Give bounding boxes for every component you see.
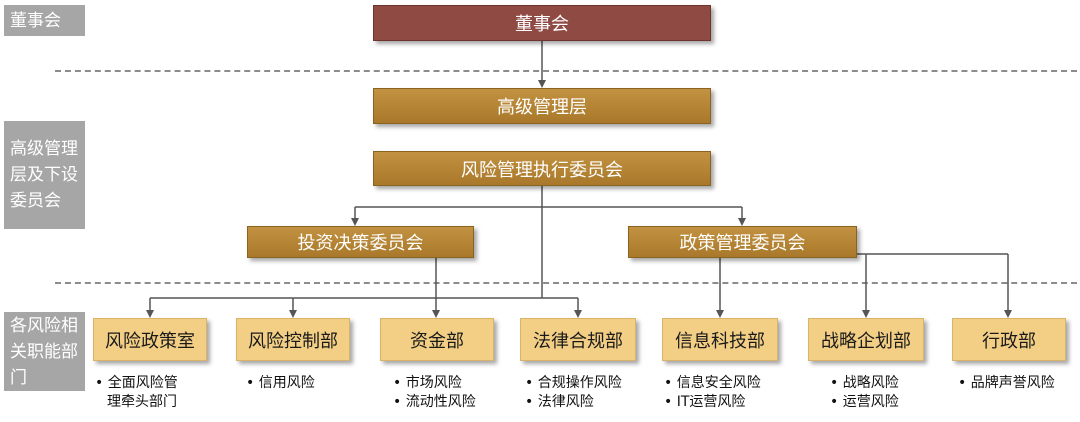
desc-item: 流动性风险 [393, 393, 476, 412]
dept-treasury: 资金部 [380, 318, 494, 361]
dept-admin: 行政部 [952, 318, 1066, 361]
dept-strategy-label: 战略企划部 [821, 330, 911, 352]
dept-risk-policy-desc: 全面风险管 理牵头部门 [95, 374, 178, 412]
side-label-mgmt-text: 高级管理层及下设委员会 [10, 139, 78, 211]
side-label-depts: 各风险相关职能部门 [4, 312, 85, 391]
node-board: 董事会 [373, 5, 711, 41]
desc-item: IT运营风险 [664, 393, 761, 412]
dept-treasury-desc: 市场风险 流动性风险 [393, 374, 476, 412]
dept-it-label: 信息科技部 [675, 330, 765, 352]
dept-it-desc: 信息安全风险 IT运营风险 [664, 374, 761, 412]
desc-item: 合规操作风险 [525, 374, 622, 393]
node-risk-exec-label: 风险管理执行委员会 [461, 159, 623, 181]
dept-it: 信息科技部 [662, 318, 778, 361]
node-board-label: 董事会 [515, 14, 569, 35]
dept-strategy-desc: 战略风险 运营风险 [830, 374, 899, 412]
desc-item: 信用风险 [246, 374, 315, 393]
side-label-board-text: 董事会 [10, 10, 61, 31]
dept-risk-control: 风险控制部 [236, 318, 350, 361]
dept-risk-control-label: 风险控制部 [248, 330, 338, 352]
dept-legal-compliance-desc: 合规操作风险 法律风险 [525, 374, 622, 412]
side-label-board: 董事会 [4, 5, 85, 36]
node-invest-label: 投资决策委员会 [297, 233, 424, 254]
node-invest-committee: 投资决策委员会 [247, 226, 474, 258]
desc-item: 理牵头部门 [107, 394, 177, 410]
dept-legal-compliance-label: 法律合规部 [533, 330, 623, 352]
dept-risk-policy-label: 风险政策室 [105, 330, 195, 352]
node-senior-mgmt: 高级管理层 [373, 88, 711, 124]
node-policy-committee: 政策管理委员会 [628, 226, 857, 258]
desc-item: 品牌声誉风险 [958, 374, 1055, 393]
desc-item: 战略风险 [830, 374, 899, 393]
dept-legal-compliance: 法律合规部 [520, 318, 636, 361]
dept-risk-control-desc: 信用风险 [246, 374, 315, 393]
side-label-mgmt: 高级管理层及下设委员会 [4, 121, 85, 229]
desc-item: 市场风险 [393, 374, 476, 393]
desc-item: 全面风险管 [95, 374, 178, 393]
separator-bottom [55, 282, 1077, 284]
dept-strategy: 战略企划部 [808, 318, 924, 361]
dept-treasury-label: 资金部 [410, 330, 464, 352]
side-label-depts-text: 各风险相关职能部门 [10, 315, 78, 388]
desc-item: 信息安全风险 [664, 374, 761, 393]
separator-top [55, 70, 1077, 72]
dept-admin-label: 行政部 [982, 330, 1036, 352]
desc-item: 运营风险 [830, 393, 899, 412]
node-senior-mgmt-label: 高级管理层 [497, 97, 587, 118]
node-risk-exec-committee: 风险管理执行委员会 [373, 151, 711, 186]
node-policy-label: 政策管理委员会 [679, 233, 806, 254]
dept-admin-desc: 品牌声誉风险 [958, 374, 1055, 393]
dept-risk-policy: 风险政策室 [93, 318, 207, 361]
desc-item: 法律风险 [525, 393, 622, 412]
